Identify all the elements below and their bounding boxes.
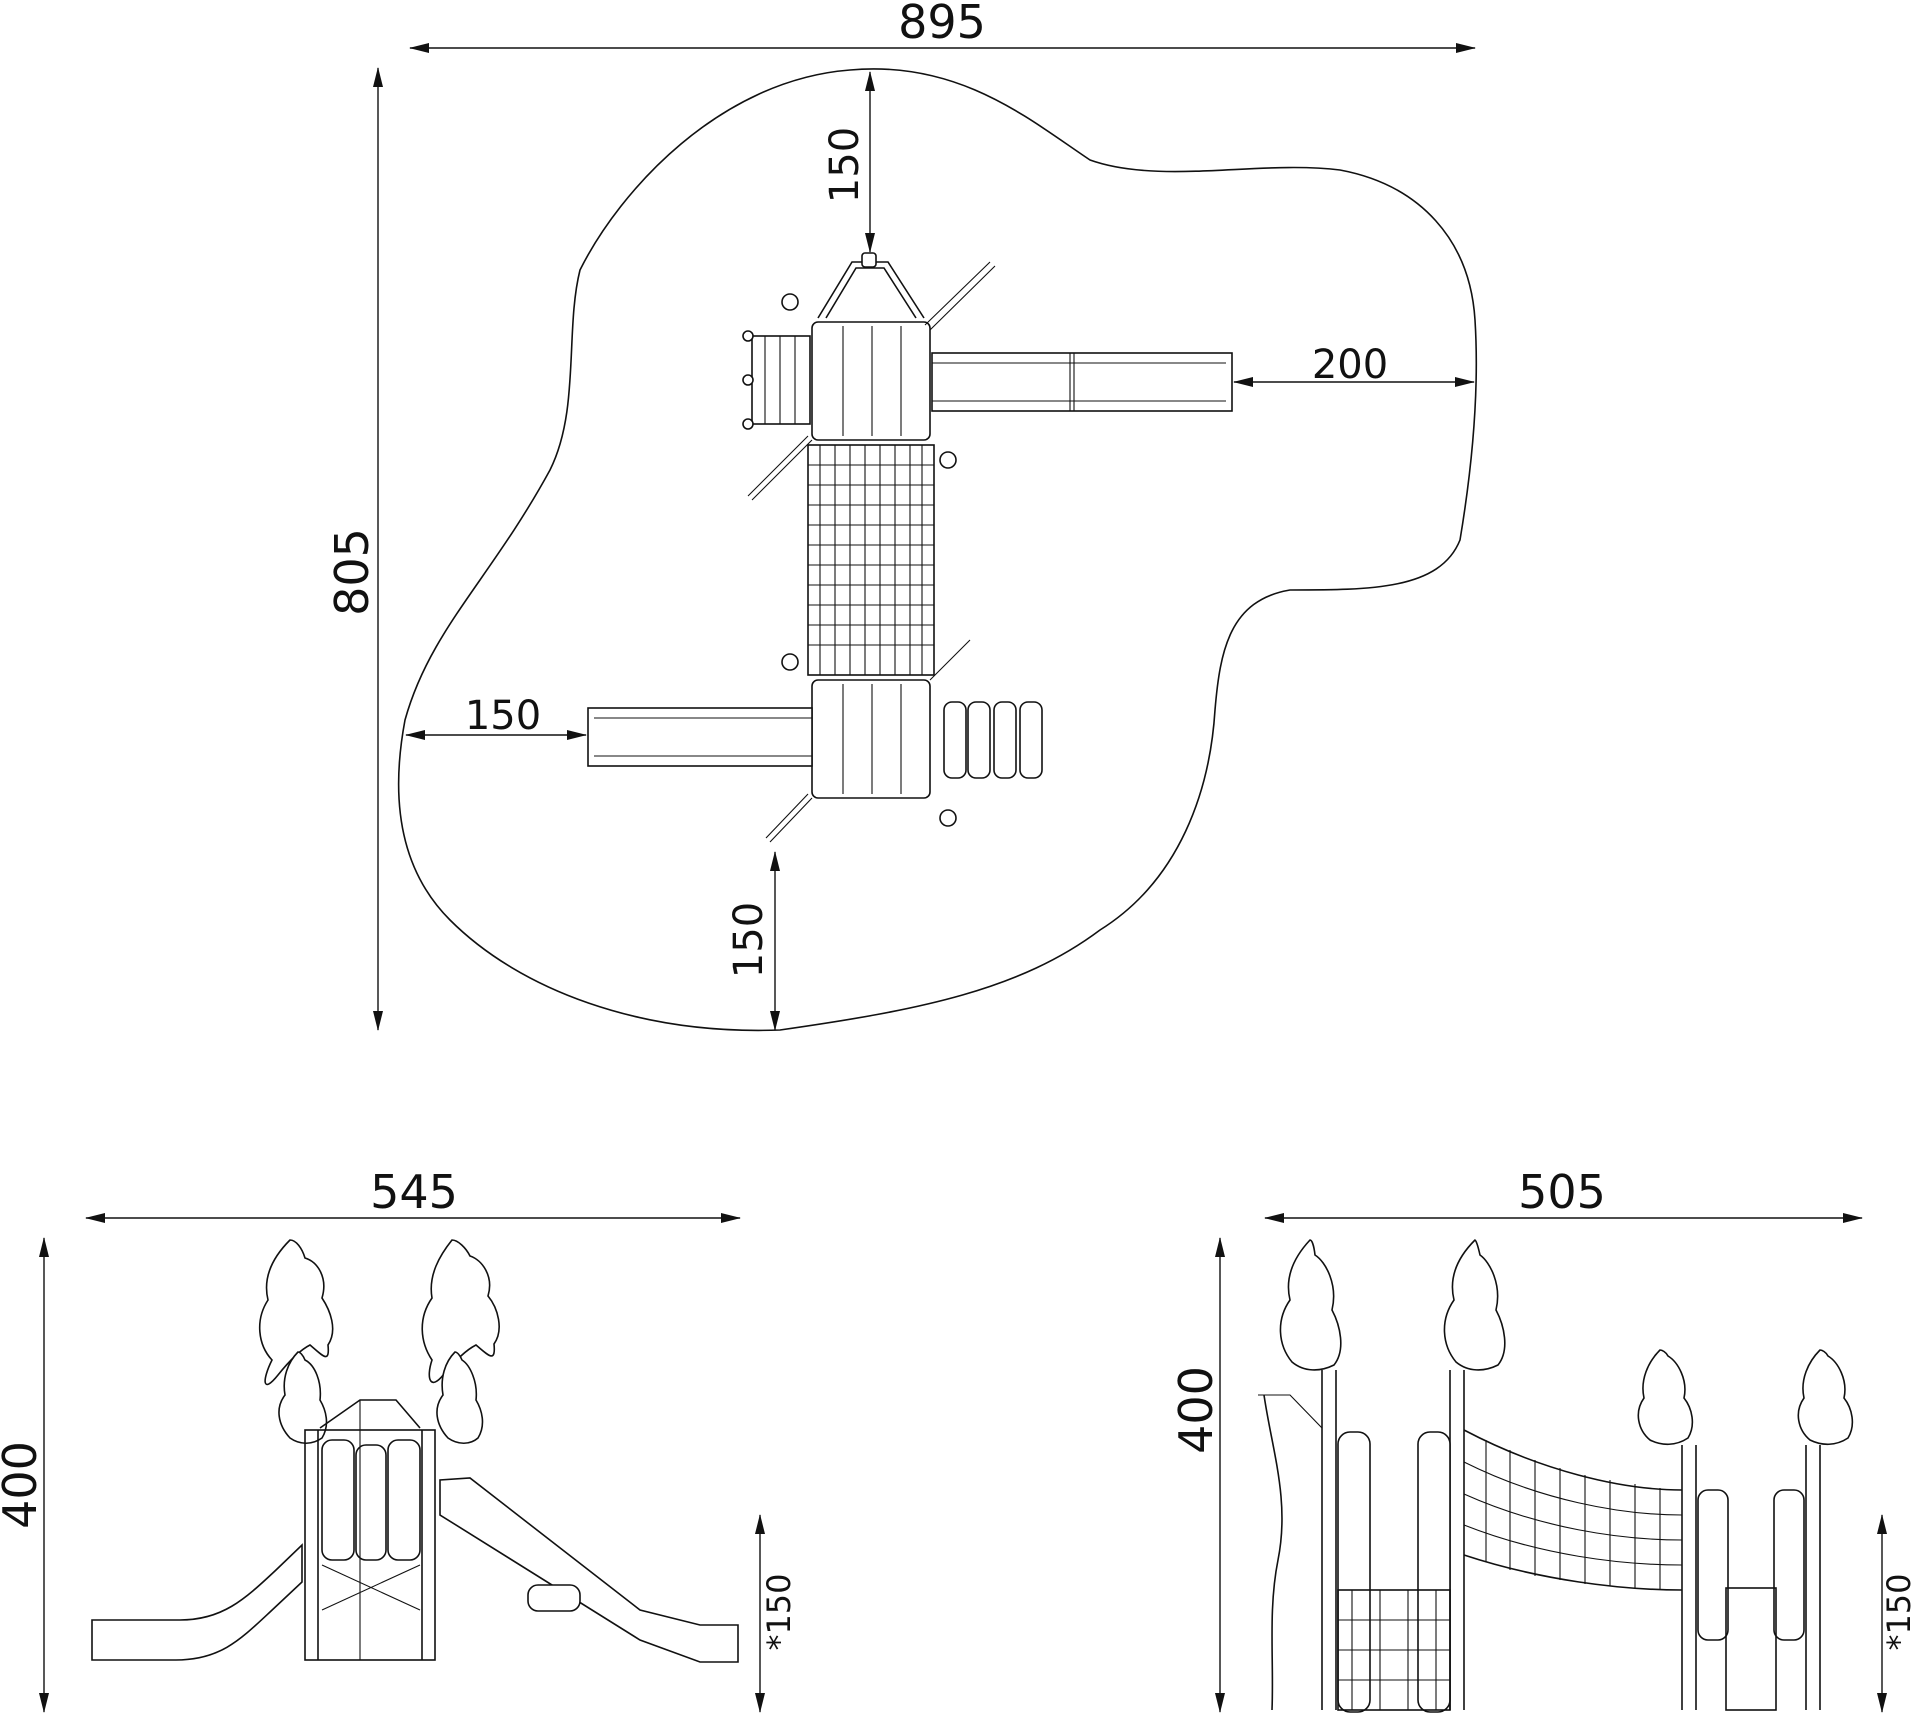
plan-top-clearance-label: 150 xyxy=(822,127,868,203)
front-elevation: 545 400 *150 xyxy=(0,1165,798,1713)
plan-bottom-clearance-label: 150 xyxy=(726,902,772,978)
front-dimension-height: 400 xyxy=(0,1237,49,1713)
front-fall-height-label: *150 xyxy=(760,1573,798,1650)
front-dimension-fall-height: *150 xyxy=(755,1514,798,1713)
side-dimension-height: 400 xyxy=(1169,1237,1225,1713)
net-bridge xyxy=(807,444,935,676)
slide-right xyxy=(931,352,1233,412)
front-dimension-width: 545 xyxy=(85,1165,741,1223)
tree-right-small xyxy=(436,1351,484,1445)
plan-dimension-width: 895 xyxy=(409,0,1476,53)
side-net-bridge xyxy=(1463,1429,1683,1591)
plan-dimension-bottom-clearance: 150 xyxy=(726,851,780,1031)
plan-dimension-height: 805 xyxy=(325,67,383,1031)
front-tower-frame xyxy=(304,1429,436,1661)
front-slide-left xyxy=(91,1543,303,1661)
tree-left-large xyxy=(258,1239,334,1386)
side-dimension-fall-height: *150 xyxy=(1877,1514,1918,1713)
plan-view: 895 805 150 200 150 150 xyxy=(325,0,1478,1032)
play-structure-plan xyxy=(587,252,1233,843)
side-tree-3 xyxy=(1637,1349,1694,1446)
bottom-platform xyxy=(811,679,931,799)
plan-left-clearance-label: 150 xyxy=(465,693,541,739)
top-platform xyxy=(811,321,931,441)
stepping-logs xyxy=(943,701,1043,779)
side-tree-2 xyxy=(1443,1239,1506,1371)
front-width-label: 545 xyxy=(370,1165,458,1219)
slide-left xyxy=(587,707,813,767)
side-elevation: 505 400 *150 xyxy=(1169,1165,1918,1713)
side-tree-1 xyxy=(1279,1239,1342,1371)
side-dimension-width: 505 xyxy=(1264,1165,1863,1223)
side-rope xyxy=(1263,1394,1283,1711)
plan-width-label: 895 xyxy=(898,0,986,49)
tree-left-small xyxy=(278,1351,328,1445)
side-width-label: 505 xyxy=(1518,1165,1606,1219)
tree-right-large xyxy=(421,1239,500,1384)
front-height-label: 400 xyxy=(0,1441,47,1529)
plan-right-clearance-label: 200 xyxy=(1312,342,1388,388)
side-tree-4 xyxy=(1797,1349,1854,1446)
plan-dimension-right-clearance: 200 xyxy=(1233,342,1475,388)
plan-dimension-top-clearance: 150 xyxy=(822,71,875,253)
rope-ladder xyxy=(742,330,811,430)
front-slide-right xyxy=(439,1477,739,1663)
side-fall-height-label: *150 xyxy=(1880,1573,1918,1650)
side-height-label: 400 xyxy=(1169,1366,1223,1454)
plan-dimension-left-clearance: 150 xyxy=(405,693,587,740)
safety-zone-outline xyxy=(397,68,1478,1032)
top-roof xyxy=(817,261,925,319)
plan-height-label: 805 xyxy=(325,528,379,616)
